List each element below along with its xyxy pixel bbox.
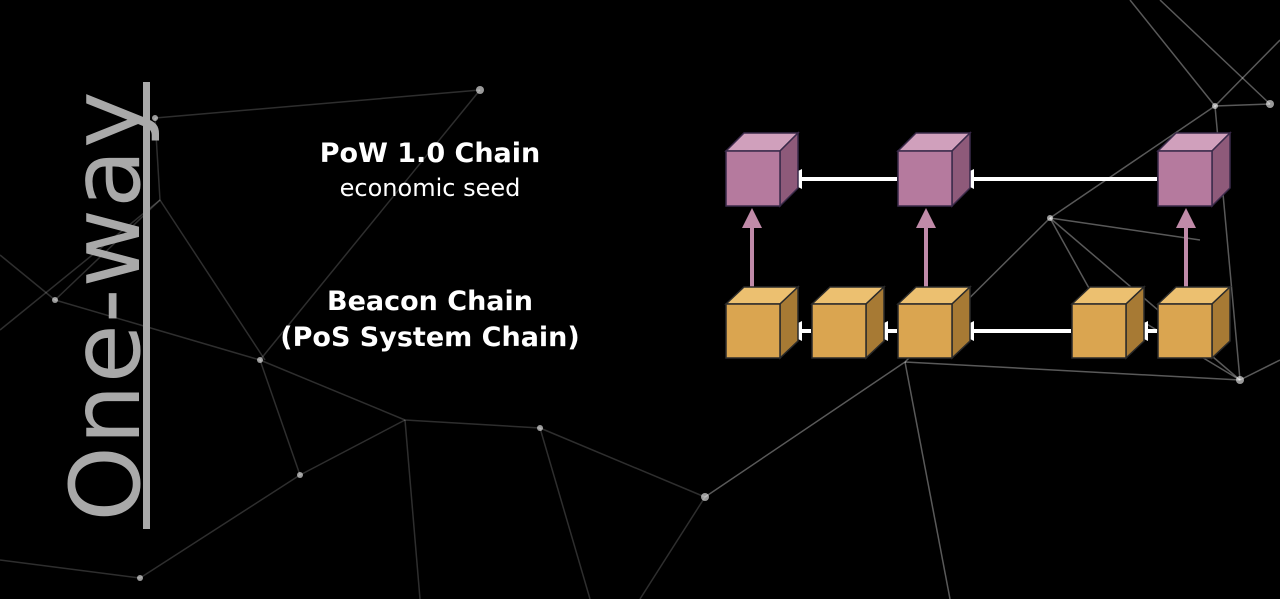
beacon-block (896, 285, 972, 360)
beacon-chain-title: Beacon Chain (326, 286, 534, 317)
vertical-title-group: One-way (50, 82, 162, 529)
pow-chain-label: PoW 1.0 Chain economic seed (300, 136, 560, 204)
pow-block (1156, 131, 1232, 208)
pow-block (724, 131, 800, 208)
title-underline (143, 82, 150, 529)
beacon-block (1070, 285, 1146, 360)
pow-chain-title: PoW 1.0 Chain (319, 138, 541, 169)
pow-chain-subtitle: economic seed (339, 174, 521, 202)
beacon-chain-label: Beacon Chain (PoS System Chain) (280, 284, 580, 356)
beacon-block (810, 285, 886, 360)
beacon-block (1156, 285, 1232, 360)
beacon-chain-blocks (724, 285, 1232, 360)
pow-chain-blocks (724, 131, 1232, 208)
beacon-block (724, 285, 800, 360)
beacon-chain-subtitle: (PoS System Chain) (280, 322, 580, 353)
pow-block (896, 131, 972, 208)
